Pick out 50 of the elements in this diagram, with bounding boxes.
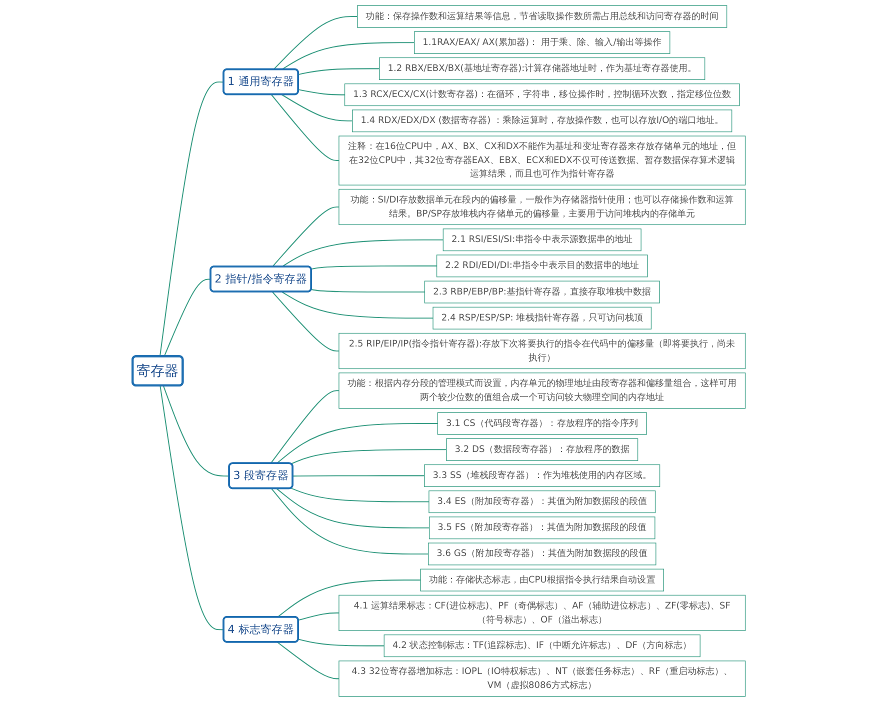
node-box: 功能：保存操作数和运算结果等信息，节省读取操作数所需占用总线和访问寄存器的时间	[356, 5, 727, 28]
node-box: 2.3 RBP/EBP/BP:基指针寄存器，直接存取堆栈中数据	[424, 280, 660, 304]
connector	[272, 292, 339, 352]
connector	[281, 42, 414, 70]
node-box: 1.4 RDX/EDX/DX (数据寄存器) ：乘除运算时，存放操作数，也可以存放I/O的端口地址。	[352, 110, 732, 132]
connector	[159, 82, 224, 357]
node-box: 注释：在16位CPU中，AX、BX、CX和DX不能作为基址和变址寄存器来存放存储单元的地址，但在32位CPU中，其32位寄存器EAX、EBX、ECX和EDX不仅可传送数据、暂存数据保存算术逻辑运算结果，而且也可作为指针寄存器	[338, 136, 746, 186]
connector	[298, 89, 344, 96]
node-box: 功能：SI/DI存放数据单元在段内的偏移量，一般作为存储器指针使用；也可以存储操作数和运算结果。BP/SP存放堆栈内存储单元的偏移量，主要用于访问堆栈内的存储单元	[338, 188, 746, 226]
connector	[281, 291, 433, 319]
connector	[310, 289, 424, 293]
connector	[298, 612, 339, 621]
connector	[310, 265, 436, 270]
connector	[290, 449, 446, 464]
connector	[276, 423, 438, 464]
node-box: 功能：根据内存分段的管理模式而设置，内存单元的物理地址由段寄存器和偏移量组合，这样可用两个较少位数的值组合成一个可访问较大物理空间的内存地址	[338, 372, 746, 409]
node-box: 2.5 RIP/EIP/IP(指令指针寄存器):存放下次将要执行的指令在代码中的偏移量（即将要执行，尚未执行）	[338, 332, 746, 370]
node-box: 3.4 ES（附加段寄存器）：其值为附加数据段的段值	[428, 490, 656, 514]
connector	[272, 16, 357, 70]
connector	[276, 580, 420, 618]
node-box: 3.6 GS（附加段寄存器）：其值为附加数据段的段值	[428, 542, 656, 566]
connector	[276, 642, 339, 680]
connector	[159, 386, 224, 630]
node-box: 3.5 FS（附加段寄存器）：其值为附加数据段的段值	[428, 516, 655, 540]
connector	[298, 638, 384, 646]
node-box: 2.1 RSI/ESI/SI:串指令中表示源数据串的地址	[442, 228, 641, 252]
connector	[298, 68, 379, 76]
node-box: 3.2 DS（数据段寄存器）：存放程序的数据	[446, 438, 638, 461]
node-box: 3.1 CS（代码段寄存器）：存放程序的指令序列	[436, 412, 646, 435]
node-box: 1.2 RBX/EBX/BX(基地址寄存器):计算存储器地址时，作为基址寄存器使用。	[378, 57, 705, 80]
connector	[272, 206, 339, 268]
connector	[292, 475, 424, 477]
connector	[281, 239, 443, 268]
node-box: 功能：存储状态标志，由CPU根据指令执行结果自动设置	[420, 568, 664, 592]
node-box: 3.3 SS（堆栈段寄存器）：作为堆栈使用的内存区域。	[424, 464, 660, 487]
node-box: 2.2 RDI/EDI/DI:串指令中表示目的数据串的地址	[436, 254, 648, 278]
node-box: 2.4 RSP/ESP/SP: 堆栈指针寄存器，只可访问栈顶	[432, 306, 652, 330]
node-box: 4.3 32位寄存器增加标志：IOPL（IO特权标志）、NT（嵌套任务标志）、RF（重启动标志）、VM（虚拟8086方式标志）	[338, 660, 746, 697]
node-box: 4.1 运算结果标志：CF(进位标志)、PF（奇偶标志）、AF（辅助进位标志）、ZF(零标志)、SF（符号标志）、OF（溢出标志）	[338, 594, 746, 632]
node-box: 1.1RAX/EAX/ AX(累加器)： 用于乘、除、输入/输出等操作	[414, 31, 670, 54]
connector	[270, 390, 339, 464]
connector	[281, 94, 352, 122]
connector	[162, 386, 229, 477]
connector	[270, 488, 428, 554]
node-box: 4.2 状态控制标志：TF(追踪标志)、IF（中断允许标志）、DF（方向标志）	[383, 634, 700, 658]
connector	[163, 278, 210, 357]
node-box: 1.3 RCX/ECX/CX(计数寄存器)：在循环，字符串，移位操作时，控制循环次数，指定移位位数	[344, 83, 740, 106]
connector	[270, 94, 339, 162]
connector	[276, 488, 429, 528]
connector	[290, 488, 429, 502]
